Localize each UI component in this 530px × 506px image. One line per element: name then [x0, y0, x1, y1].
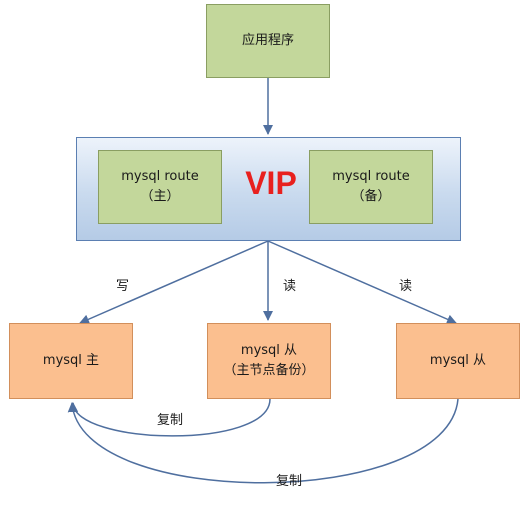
edge-label-write: 写 [116, 279, 130, 294]
slave-backup-line1: mysql 从 [240, 343, 298, 358]
app-node-label: 应用程序 [241, 33, 294, 48]
slave-node: mysql 从 [396, 323, 520, 399]
app-node: 应用程序 [206, 4, 330, 78]
master-node-label: mysql 主 [42, 353, 100, 368]
router-primary-node: mysql route （主） [98, 150, 222, 224]
slave-backup-line2: （主节点备份） [223, 363, 315, 378]
router-primary-line2: （主） [140, 189, 180, 204]
edge-label-read-right: 读 [399, 279, 413, 294]
slave-backup-node: mysql 从 （主节点备份） [207, 323, 331, 399]
edge-label-replicate-far: 复制 [276, 474, 303, 489]
router-backup-node: mysql route （备） [309, 150, 433, 224]
router-backup-line2: （备） [351, 189, 391, 204]
master-node: mysql 主 [9, 323, 133, 399]
arrow-replicate-near [68, 398, 271, 437]
arrow-replicate-far [67, 398, 459, 484]
slave-node-label: mysql 从 [429, 353, 487, 368]
router-backup-line1: mysql route [332, 169, 410, 184]
edge-label-replicate-near: 复制 [157, 413, 184, 428]
arrow-read-to-slave [267, 240, 457, 324]
vip-label: VIP [245, 165, 297, 201]
arrow-write-to-master [79, 240, 269, 324]
router-primary-line1: mysql route [121, 169, 199, 184]
edge-label-read-middle: 读 [283, 279, 297, 294]
